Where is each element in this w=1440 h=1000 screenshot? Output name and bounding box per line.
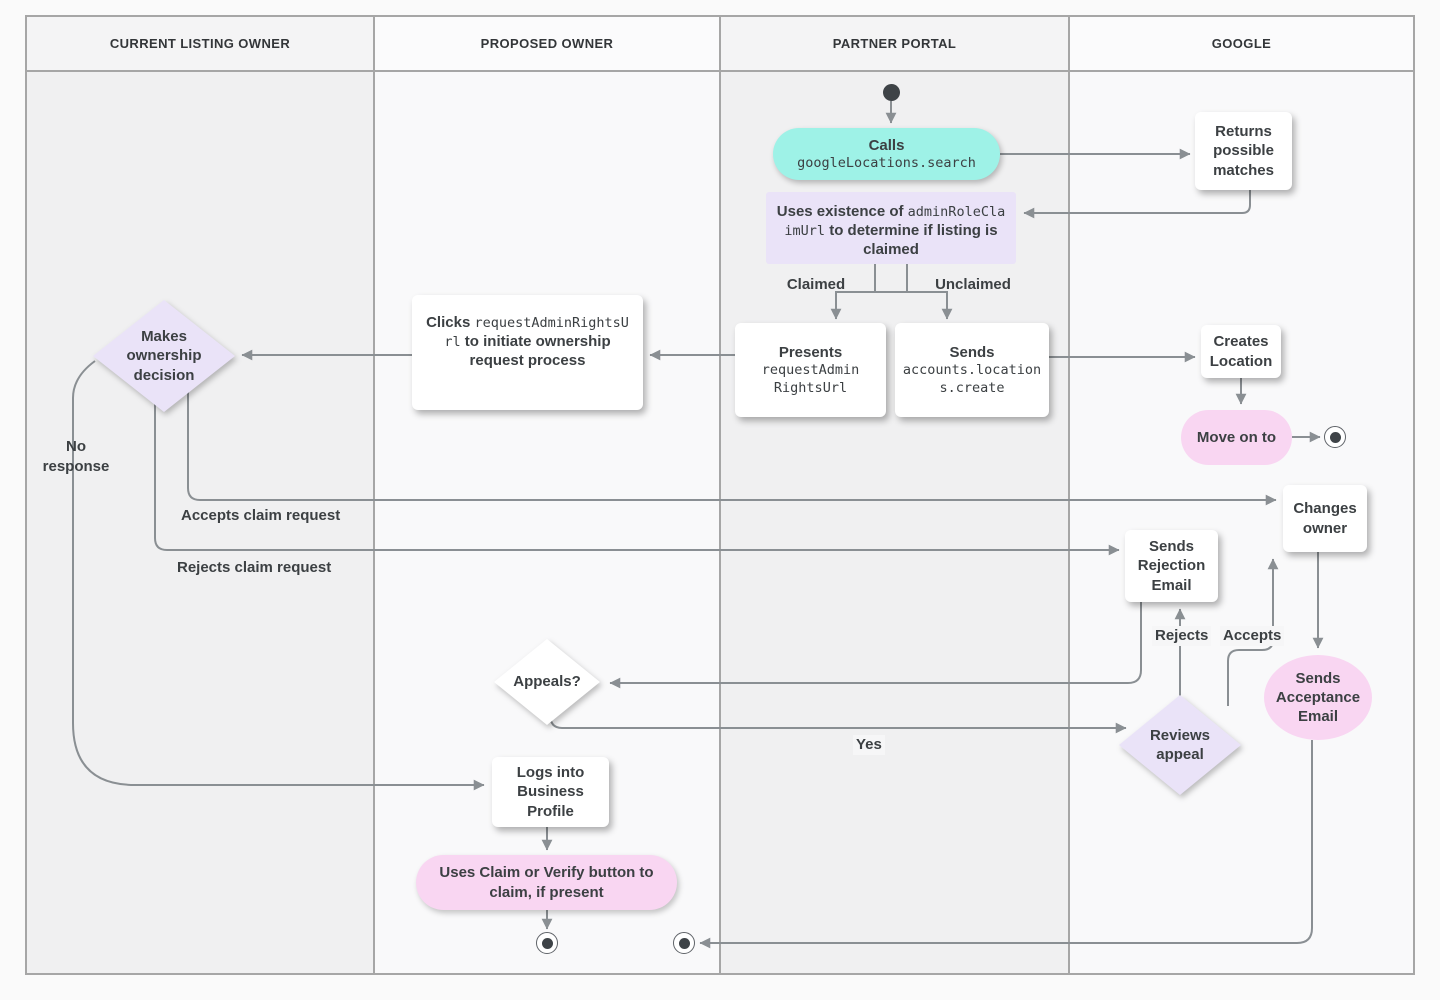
node-uses-existence-code: adminRoleClaimUrl	[784, 204, 1006, 240]
node-uses-claim-text: Uses Claim or Verify button to claim, if…	[439, 864, 654, 901]
lane-header-proposed-owner: PROPOSED OWNER	[375, 17, 719, 72]
node-presents-code: requestAdminRightsUrl	[761, 362, 860, 396]
node-creates-location-text: Creates Location	[1209, 333, 1273, 370]
node-calls-title: Calls	[868, 136, 905, 154]
node-clicks-requestadminrightsurl: Clicks requestAdminRightsUrl to initiate…	[412, 295, 643, 410]
node-reviews-appeal-text: Reviews appeal	[1149, 726, 1211, 763]
edge-label-claimed: Claimed	[786, 276, 846, 293]
node-uses-existence: Uses existence of adminRoleClaimUrl to d…	[766, 192, 1016, 264]
end-node-create-flow	[1324, 426, 1346, 448]
node-makes-decision-text: Makes ownership decision	[126, 328, 202, 384]
lane-proposed-owner: PROPOSED OWNER	[375, 17, 721, 973]
node-clicks-code: requestAdminRightsUrl	[444, 315, 629, 351]
node-clicks-pre: Clicks	[426, 314, 475, 331]
lane-body-proposed-owner	[375, 72, 719, 973]
end-node-claim-flow	[536, 932, 558, 954]
node-returns-possible-matches: Returns possible matches	[1195, 112, 1292, 190]
node-sends-create-title: Sends	[949, 344, 995, 362]
node-clicks-post: to initiate ownership request process	[460, 333, 611, 370]
node-logs-into-business-profile: Logs into Business Profile	[492, 757, 609, 827]
node-sends-acceptance-text: Sends Acceptance Email	[1275, 669, 1361, 726]
node-sends-rejection-text: Sends Rejection Email	[1137, 538, 1206, 594]
node-sends-acceptance-email: Sends Acceptance Email	[1264, 655, 1372, 740]
edge-label-no-response: No response	[42, 438, 110, 475]
node-changes-owner: Changes owner	[1283, 485, 1367, 552]
node-creates-location: Creates Location	[1201, 325, 1281, 378]
node-move-on-text: Move on to	[1196, 428, 1277, 446]
node-appeals-decision: Appeals?	[494, 639, 600, 725]
node-uses-existence-pre: Uses existence of	[776, 203, 908, 220]
node-calls-googlelocations-search: Calls googleLocations.search	[773, 128, 1000, 180]
edge-label-yes: Yes	[853, 735, 885, 755]
node-move-on-to: Move on to	[1181, 410, 1292, 465]
edge-label-rejects-claim-request: Rejects claim request	[177, 559, 332, 576]
node-presents-title: Presents	[778, 344, 843, 362]
node-makes-ownership-decision: Makes ownership decision	[93, 300, 235, 412]
node-reviews-appeal: Reviews appeal	[1119, 695, 1241, 795]
node-sends-create-code: accounts.locations.create	[902, 362, 1042, 396]
lane-current-listing-owner: CURRENT LISTING OWNER	[27, 17, 375, 973]
node-uses-existence-post: to determine if listing is claimed	[825, 222, 998, 259]
node-appeals-text: Appeals?	[513, 673, 581, 691]
node-uses-claim-or-verify: Uses Claim or Verify button to claim, if…	[416, 855, 677, 910]
node-sends-rejection-email: Sends Rejection Email	[1125, 530, 1218, 602]
start-node	[883, 84, 900, 101]
node-logs-in-text: Logs into Business Profile	[516, 764, 585, 820]
lane-header-partner-portal: PARTNER PORTAL	[721, 17, 1068, 72]
edge-label-rejects: Rejects	[1152, 626, 1212, 646]
lane-header-current-listing-owner: CURRENT LISTING OWNER	[27, 17, 373, 72]
end-node-acceptance-flow	[673, 932, 695, 954]
edge-label-accepts: Accepts	[1220, 626, 1285, 646]
node-presents-requestadminrightsurl: Presents requestAdminRightsUrl	[735, 323, 886, 417]
node-sends-accounts-locations-create: Sends accounts.locations.create	[895, 323, 1049, 417]
node-calls-code: googleLocations.search	[797, 154, 976, 171]
edge-label-unclaimed: Unclaimed	[935, 276, 1011, 293]
lane-header-google: GOOGLE	[1070, 17, 1413, 72]
node-returns-text: Returns possible matches	[1213, 123, 1274, 179]
edge-label-accepts-claim-request: Accepts claim request	[181, 507, 341, 524]
node-changes-owner-text: Changes owner	[1293, 500, 1357, 537]
